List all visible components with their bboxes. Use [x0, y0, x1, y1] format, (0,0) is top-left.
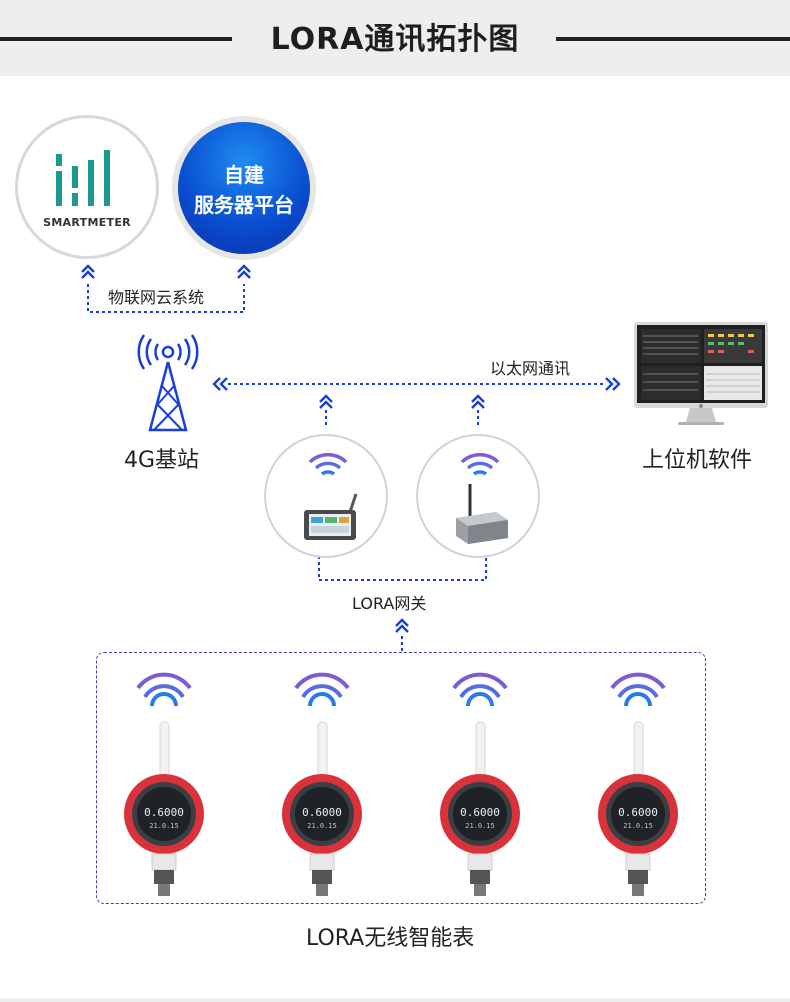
server-label-line1: 自建 — [224, 163, 264, 187]
smart-meter-icon — [440, 672, 520, 896]
smartmeter-logo: SMARTMETER — [15, 115, 159, 259]
gateway-touchscreen-icon — [304, 493, 358, 540]
logo-text: SMARTMETER — [43, 216, 131, 229]
tower-icon — [137, 334, 199, 432]
smart-meter-icon — [124, 672, 204, 896]
smart-meter: 0.6000 21.0.15 — [104, 672, 224, 898]
pc-software-label: 上位机软件 — [642, 448, 753, 473]
bar-logo-icon — [52, 150, 110, 206]
smart-meter: 0.6000 21.0.15 — [262, 672, 382, 898]
gateway-device-box — [416, 434, 540, 558]
smart-meter-icon — [598, 672, 678, 896]
base-station-label: 4G基站 — [124, 448, 200, 473]
smart-meter: 0.6000 21.0.15 — [578, 672, 698, 898]
header-rule-left — [0, 37, 232, 41]
server-label-line2: 服务器平台 — [194, 193, 294, 217]
meters-label: LORA无线智能表 — [306, 926, 475, 951]
up-arrow-icon — [394, 618, 410, 634]
up-arrow-icon — [236, 264, 252, 280]
meter-subreading: 21.0.15 — [307, 822, 337, 830]
page-title: LORA通讯拓扑图 — [270, 22, 520, 57]
server-label: 自建 服务器平台 — [178, 160, 310, 220]
meter-subreading: 21.0.15 — [149, 822, 179, 830]
smart-meter-icon — [282, 672, 362, 896]
up-arrow-icon — [470, 394, 486, 410]
server-platform: 自建 服务器平台 — [172, 116, 316, 260]
right-arrow-icon — [605, 377, 621, 391]
up-arrow-icon — [318, 394, 334, 410]
smart-meter: 0.6000 21.0.15 — [420, 672, 540, 898]
left-arrow-icon — [212, 377, 228, 391]
meter-subreading: 21.0.15 — [623, 822, 653, 830]
meter-reading: 0.6000 — [460, 806, 500, 819]
meter-group-frame — [96, 652, 706, 904]
wifi-icon — [460, 453, 500, 476]
footer-rule — [0, 998, 790, 1002]
wifi-icon — [308, 453, 348, 476]
up-arrow-icon — [80, 264, 96, 280]
header-rule-right — [556, 37, 790, 41]
meter-reading: 0.6000 — [144, 806, 184, 819]
cloud-link-line — [87, 284, 245, 313]
meter-reading: 0.6000 — [618, 806, 658, 819]
gateway-link-line — [318, 556, 487, 581]
meter-subreading: 21.0.15 — [465, 822, 495, 830]
cloud-link-label: 物联网云系统 — [108, 288, 205, 307]
gateway-label: LORA网关 — [352, 594, 427, 613]
ethernet-label: 以太网通讯 — [490, 359, 571, 378]
meter-reading: 0.6000 — [302, 806, 342, 819]
gateway-device-touchscreen — [264, 434, 388, 558]
gateway-box-icon — [456, 484, 508, 544]
monitor-icon — [634, 322, 768, 425]
